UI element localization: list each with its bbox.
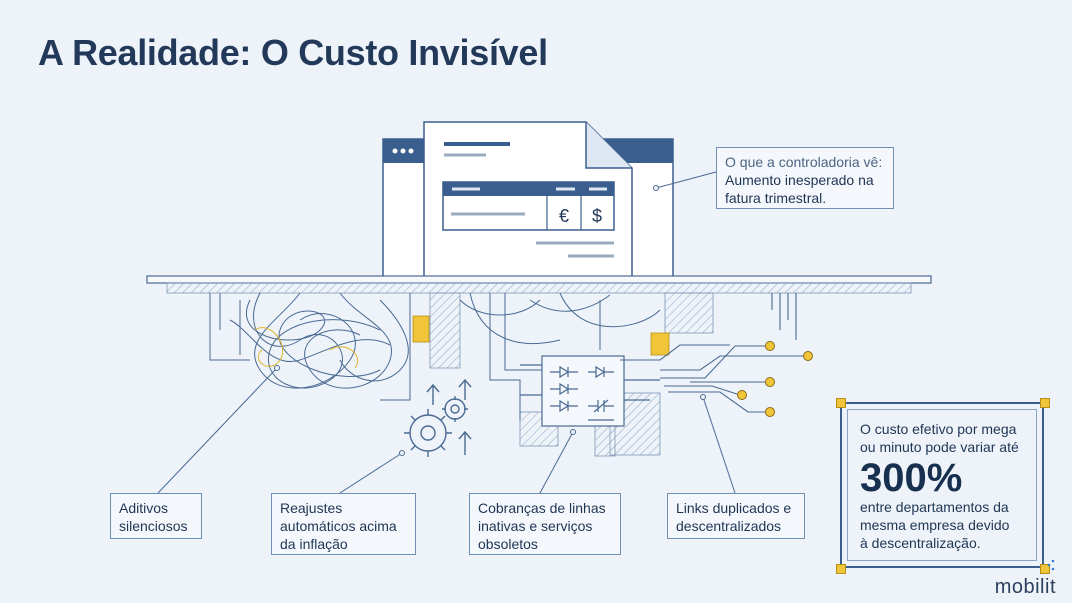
stat-line-1: O custo efetivo por mega bbox=[860, 421, 1017, 437]
label-reajustes: Reajustes automáticos acima da inflação bbox=[271, 493, 416, 555]
label-line: automáticos acima bbox=[280, 518, 397, 534]
label-line: descentralizados bbox=[676, 518, 782, 534]
document-icon: € $ bbox=[423, 121, 633, 278]
callout-line-1: O que a controladoria vê: bbox=[725, 154, 883, 170]
stat-line-2: ou minuto pode variar até bbox=[860, 439, 1019, 455]
label-links: Links duplicados e descentralizados bbox=[667, 493, 805, 539]
label-line: da inflação bbox=[280, 536, 348, 552]
diode-circuit-icon bbox=[520, 355, 660, 427]
stat-box: O custo efetivo por mega ou minuto pode … bbox=[840, 402, 1044, 568]
page-title: A Realidade: O Custo Invisível bbox=[38, 32, 548, 73]
gears-icon bbox=[404, 378, 472, 457]
stat-value: 300% bbox=[860, 456, 963, 500]
mobilit-logo: mobilit bbox=[994, 576, 1056, 598]
stat-corner-marker bbox=[1040, 564, 1050, 574]
stat-corner-marker bbox=[836, 398, 846, 408]
label-line: Aditivos bbox=[119, 500, 169, 516]
node-network-icon bbox=[620, 293, 808, 413]
controladoria-callout: O que a controladoria vê: Aumento inespe… bbox=[716, 147, 894, 209]
callout-line-3: fatura trimestral. bbox=[725, 190, 827, 206]
label-line: Cobranças de linhas bbox=[478, 500, 606, 516]
stat-corner-marker bbox=[836, 564, 846, 574]
label-line: obsoletos bbox=[478, 536, 538, 552]
stat-line-5: à descentralização. bbox=[860, 535, 981, 551]
callout-line-2: Aumento inesperado na bbox=[725, 172, 874, 188]
label-line: silenciosos bbox=[119, 518, 188, 534]
stat-line-4: mesma empresa devido bbox=[860, 517, 1010, 533]
stat-line-3: entre departamentos da bbox=[860, 499, 1009, 515]
euro-symbol: € bbox=[559, 206, 569, 226]
dollar-symbol: $ bbox=[592, 206, 602, 226]
label-line: Links duplicados e bbox=[676, 500, 792, 516]
label-line: inativas e serviços bbox=[478, 518, 593, 534]
stat-corner-marker bbox=[1040, 398, 1050, 408]
label-aditivos: Aditivos silenciosos bbox=[110, 493, 202, 539]
label-cobrancas: Cobranças de linhas inativas e serviços … bbox=[469, 493, 621, 555]
label-line: Reajustes bbox=[280, 500, 343, 516]
logo-dots-icon bbox=[1047, 559, 1055, 571]
tangled-wires bbox=[209, 292, 661, 420]
